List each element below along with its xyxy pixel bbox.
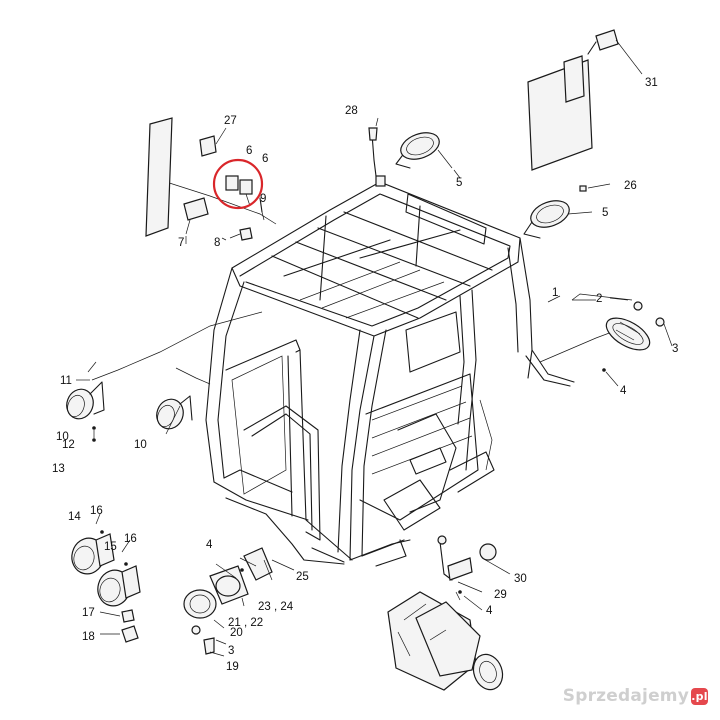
callout-7: 7: [178, 237, 184, 249]
callout-16b: 16: [124, 533, 137, 545]
callout-21-22: 21 , 22: [228, 617, 263, 629]
callout-6a: 6: [246, 145, 252, 157]
watermark-suffix: .pl: [691, 687, 708, 705]
part-rear-taillamp: [571, 293, 665, 387]
callout-23-24: 23 , 24: [258, 601, 294, 613]
callout-4a: 4: [620, 385, 627, 397]
callout-19: 19: [226, 661, 239, 673]
part-front-pillar-trim: [145, 117, 227, 237]
callout-5b: 5: [602, 207, 608, 219]
part-6-relays: [225, 175, 263, 241]
part-15-headlamp-lower: [97, 562, 141, 607]
callout-5a: 5: [456, 177, 462, 189]
part-lower-right-assembly: [387, 535, 504, 691]
callout-25: 25: [296, 571, 309, 583]
part-10-worklamp-right: [156, 395, 193, 430]
callout-17: 17: [82, 607, 95, 619]
callout-26: 26: [624, 180, 637, 192]
callout-3b: 3: [228, 645, 234, 657]
part-10-worklamp-left: [66, 361, 105, 442]
cab-frame: [205, 175, 575, 567]
callout-14: 14: [68, 511, 81, 523]
leader-lines: [76, 117, 673, 657]
wiring-harness: [91, 179, 613, 385]
callout-27: 27: [224, 115, 237, 127]
callout-labels: 31 27 28 6 6 5 26 9 5 7 8 1 2 3 4 11 10 …: [52, 77, 678, 673]
part-14-headlamp-upper: [71, 530, 115, 575]
part-31-plate-bracket: [527, 29, 643, 171]
part-28-beacon: [368, 127, 378, 177]
callout-3: 3: [672, 343, 678, 355]
callout-15: 15: [104, 541, 117, 553]
part-17-18-bulbs: [99, 609, 139, 643]
callout-10a: 10: [56, 431, 69, 443]
callout-20: 20: [230, 627, 243, 639]
callout-13: 13: [52, 463, 65, 475]
part-5-worklamp-a: [395, 132, 453, 169]
callout-1: 1: [552, 287, 558, 299]
callout-29: 29: [494, 589, 507, 601]
watermark: Sprzedajemy .pl: [563, 686, 708, 706]
callout-18: 18: [82, 631, 95, 643]
callout-8: 8: [214, 237, 220, 249]
callout-4c: 4: [486, 605, 493, 617]
callout-2: 2: [596, 293, 602, 305]
callout-31: 31: [645, 77, 658, 89]
callout-9: 9: [260, 193, 266, 205]
part-26-screw: [579, 183, 611, 192]
callout-30: 30: [514, 573, 527, 585]
callout-12: 12: [62, 439, 75, 451]
callout-6b: 6: [262, 153, 268, 165]
callout-10b: 10: [134, 439, 147, 451]
part-5-worklamp-b: [523, 200, 593, 239]
part-indicator-assembly: [183, 547, 295, 655]
highlight-circle: [212, 158, 264, 210]
callout-4b: 4: [206, 539, 213, 551]
callout-16a: 16: [90, 505, 103, 517]
callout-11: 11: [60, 375, 72, 387]
watermark-text: Sprzedajemy: [562, 686, 689, 706]
callout-28: 28: [345, 105, 358, 117]
